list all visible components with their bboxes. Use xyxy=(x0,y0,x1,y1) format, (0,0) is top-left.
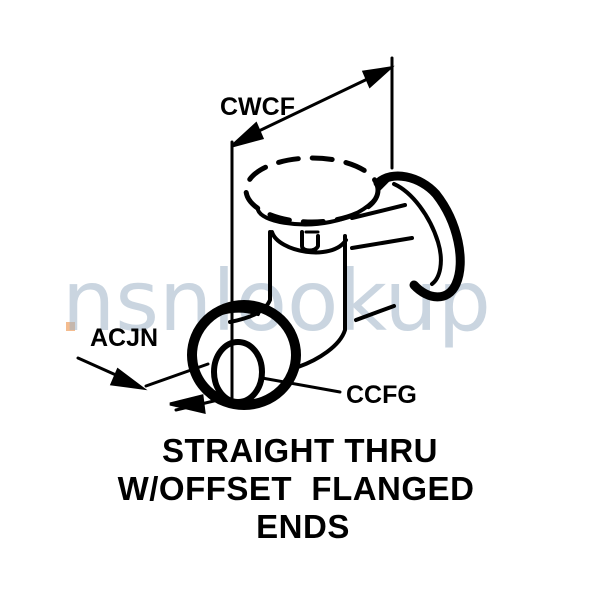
caption-line-3: ENDS xyxy=(256,508,350,545)
cwcf-arrow-left xyxy=(230,121,265,148)
dimension-lines xyxy=(76,56,395,414)
acjn-extension xyxy=(144,362,210,388)
cwcf-arrow-right xyxy=(361,65,395,89)
ccfg-label: CCFG xyxy=(346,381,417,409)
acjn-label: ACJN xyxy=(90,324,158,352)
caption-line-1: STRAIGHT THRU xyxy=(162,432,438,469)
acjn-arrow xyxy=(109,367,148,391)
left-flange-edge xyxy=(193,340,216,402)
lower-body xyxy=(354,304,396,322)
top-bonnet-flange xyxy=(243,155,381,225)
caption: STRAIGHT THRU W/OFFSET FLANGED ENDS xyxy=(118,432,475,545)
watermark: nsnlookup xyxy=(62,252,491,350)
valve-body xyxy=(187,155,465,410)
ccfg-leader xyxy=(260,376,342,394)
bonnet-inner xyxy=(300,230,320,253)
left-flange-bore xyxy=(211,339,265,405)
watermark-dot xyxy=(66,322,75,331)
acjn-arrow-lower xyxy=(169,394,206,414)
cwcf-dimension-line xyxy=(238,71,382,142)
right-flange-inner xyxy=(392,182,443,286)
watermark-text: nsnlookup xyxy=(62,252,491,350)
cwcf-label: CWCF xyxy=(220,93,295,121)
top-bonnet-skirt xyxy=(256,196,378,227)
left-flange-outer xyxy=(187,300,301,410)
right-flange xyxy=(373,171,465,302)
caption-line-2: W/OFFSET FLANGED xyxy=(118,470,475,507)
body-outline xyxy=(228,203,414,369)
